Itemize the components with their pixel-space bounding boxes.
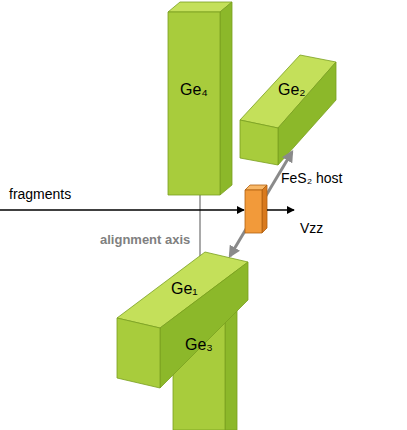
beam-label: fragments xyxy=(9,186,71,202)
label-text: FeS₂ host xyxy=(281,170,342,186)
field-arrow xyxy=(267,209,294,211)
detector-label: Ge₃ xyxy=(185,336,213,354)
host-crystal xyxy=(245,185,267,233)
ge2-bar xyxy=(240,55,336,165)
label-text: Ge₂ xyxy=(278,81,306,99)
field-label: Vzz xyxy=(300,220,323,236)
ge4-bar xyxy=(168,2,232,195)
beam-arrow xyxy=(0,209,244,211)
detector-label: Ge₁ xyxy=(171,280,198,298)
axis-arrow xyxy=(230,152,292,256)
detector-label: Ge₄ xyxy=(180,81,208,99)
axis-label: alignment axis xyxy=(100,233,190,248)
label-text: Ge₃ xyxy=(185,336,213,354)
detector-label: Ge₂ xyxy=(278,81,306,99)
ge1-bar xyxy=(117,252,248,388)
label-text: Ge₁ xyxy=(171,280,198,298)
label-text: Ge₄ xyxy=(180,81,208,99)
host-label: FeS₂ host xyxy=(281,170,342,186)
